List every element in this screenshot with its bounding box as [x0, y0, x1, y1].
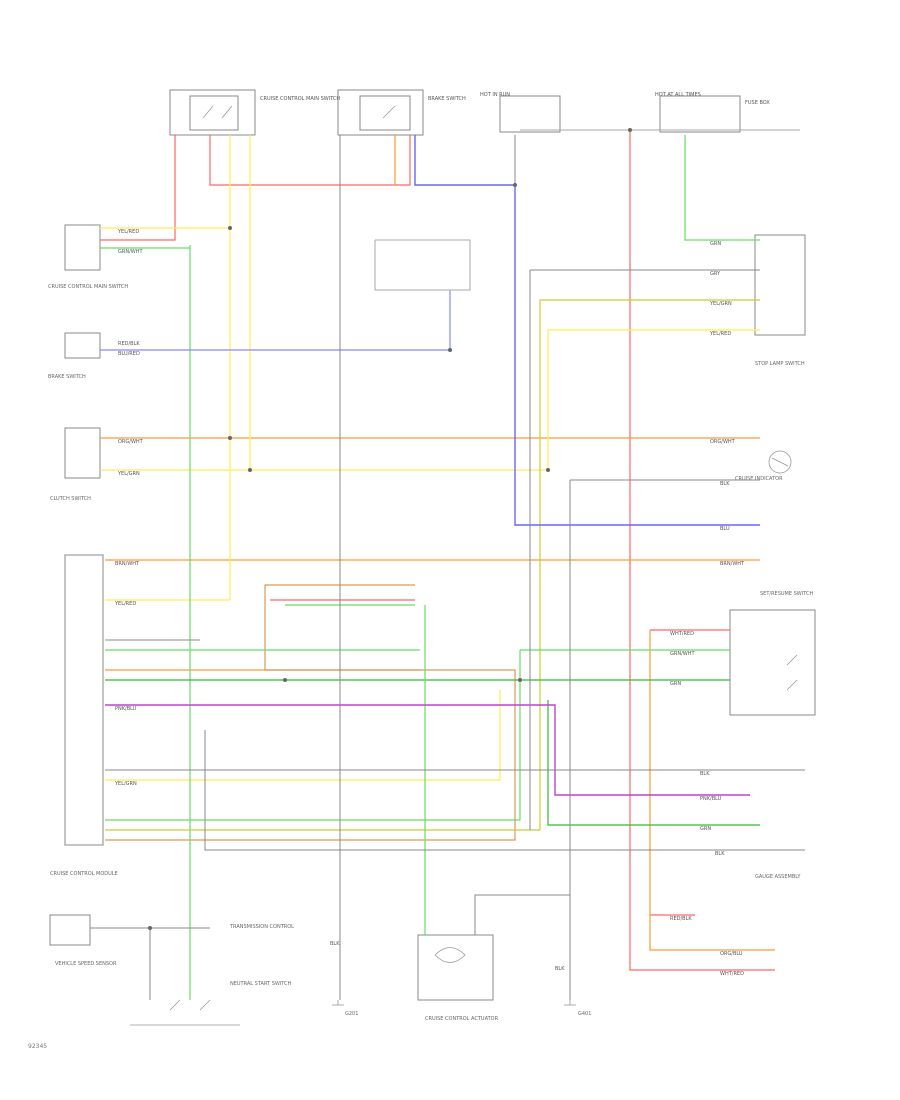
- control-module: CRUISE CONTROL MODULE: [50, 554, 118, 877]
- wire-label-brn: BRN/WHT: [720, 561, 745, 567]
- wire-label-red3: RED/BLK: [670, 916, 692, 922]
- wire-label-yel5: YEL/GRN: [114, 781, 137, 787]
- fuse-box-label: FUSE BOX: [745, 100, 770, 106]
- wire-label-gry: GRY: [710, 271, 721, 277]
- transmission-label: TRANSMISSION CONTROL: [229, 924, 294, 930]
- indicator-bulb: CRUISE INDICATOR: [735, 450, 792, 482]
- cruise-main-switch-label: CRUISE CONTROL MAIN SWITCH: [260, 96, 340, 102]
- wire-label-grn2: GRN: [710, 241, 721, 247]
- cancel-label: BRAKE SWITCH: [48, 374, 86, 380]
- ground-right: G401: [564, 1000, 591, 1017]
- cancel-switch: [64, 332, 101, 359]
- wire-label-yel3: YEL/RED: [709, 331, 731, 337]
- ign-fuse: HOT IN RUN: [480, 92, 561, 133]
- stop-lamp-switch: STOP LAMP SWITCH: [754, 234, 806, 367]
- wire-label-grn3: GRN/WHT: [670, 651, 695, 657]
- vss-label: VEHICLE SPEED SENSOR: [55, 961, 117, 967]
- cruise-set-switch: [64, 224, 101, 271]
- gauge-label: GAUGE ASSEMBLY: [755, 874, 801, 880]
- cruise-main-switch: CRUISE CONTROL MAIN SWITCH: [169, 89, 340, 136]
- ground-right-label: G401: [578, 1011, 591, 1017]
- brake-switch: BRAKE SWITCH: [337, 89, 466, 136]
- ground-left-label: G201: [345, 1011, 358, 1017]
- wire-label-red: RED/BLK: [118, 341, 140, 347]
- clutch-switch-label: CLUTCH SWITCH: [50, 496, 91, 502]
- ground-left: G201: [332, 1000, 358, 1017]
- indicator-label: CRUISE INDICATOR: [735, 476, 783, 482]
- wire-label-blu: BLU/RED: [118, 351, 140, 357]
- wire-label-blk3: BLK: [715, 851, 725, 857]
- wire-label-yel: YEL/RED: [117, 229, 139, 235]
- wire-label-grn4: GRN: [670, 681, 681, 687]
- wire-label-pnk: PNK/BLU: [700, 796, 722, 802]
- wire-label-blk5: BLK: [555, 966, 565, 972]
- wire-label-blk4: BLK: [330, 941, 340, 947]
- wire-label-blk2: BLK: [700, 771, 710, 777]
- neutral-switch-label: NEUTRAL START SWITCH: [230, 981, 292, 987]
- hot-fuse-label: HOT AT ALL TIMES: [655, 92, 701, 98]
- ign-fuse-label: HOT IN RUN: [480, 92, 510, 98]
- stop-lamp-label: STOP LAMP SWITCH: [755, 361, 805, 367]
- set-resume-switch: SET/RESUME SWITCH: [729, 591, 816, 716]
- cruise-set-label: CRUISE CONTROL MAIN SWITCH: [48, 284, 128, 290]
- wire-label-yel4: YEL/RED: [114, 601, 136, 607]
- vss: [49, 914, 91, 946]
- wire-label-blu2: BLU: [720, 526, 730, 532]
- clutch-switch: [64, 427, 101, 479]
- wire-label-grn5: GRN: [700, 826, 711, 832]
- brake-switch-label: BRAKE SWITCH: [428, 96, 466, 102]
- wire-label-yg: YEL/GRN: [709, 301, 732, 307]
- set-resume-label: SET/RESUME SWITCH: [760, 591, 813, 597]
- wire-label-grn: GRN/WHT: [118, 249, 143, 255]
- wire-label-org3: ORG/BLU: [720, 951, 743, 957]
- actuator: CRUISE CONTROL ACTUATOR: [417, 934, 499, 1022]
- control-module-label: CRUISE CONTROL MODULE: [50, 871, 118, 877]
- hot-fuse: HOT AT ALL TIMES FUSE BOX: [655, 92, 770, 133]
- diagram-code: 92345: [28, 1043, 48, 1050]
- actuator-label: CRUISE CONTROL ACTUATOR: [425, 1016, 499, 1022]
- wire-label-org: ORG/WHT: [118, 439, 144, 445]
- wire-label-pnk2: PNK/BLU: [115, 706, 137, 712]
- neutral-switch: NEUTRAL START SWITCH: [130, 981, 292, 1026]
- wire-label-org2: ORG/WHT: [710, 439, 736, 445]
- wire-label-yel2: YEL/GRN: [117, 471, 140, 477]
- wire-label-red2: WHT/RED: [670, 631, 694, 637]
- wire-label-brn2: BRN/WHT: [115, 561, 140, 567]
- wire-label-blk: BLK: [720, 481, 730, 487]
- wire-label-wr: WHT/RED: [720, 971, 744, 977]
